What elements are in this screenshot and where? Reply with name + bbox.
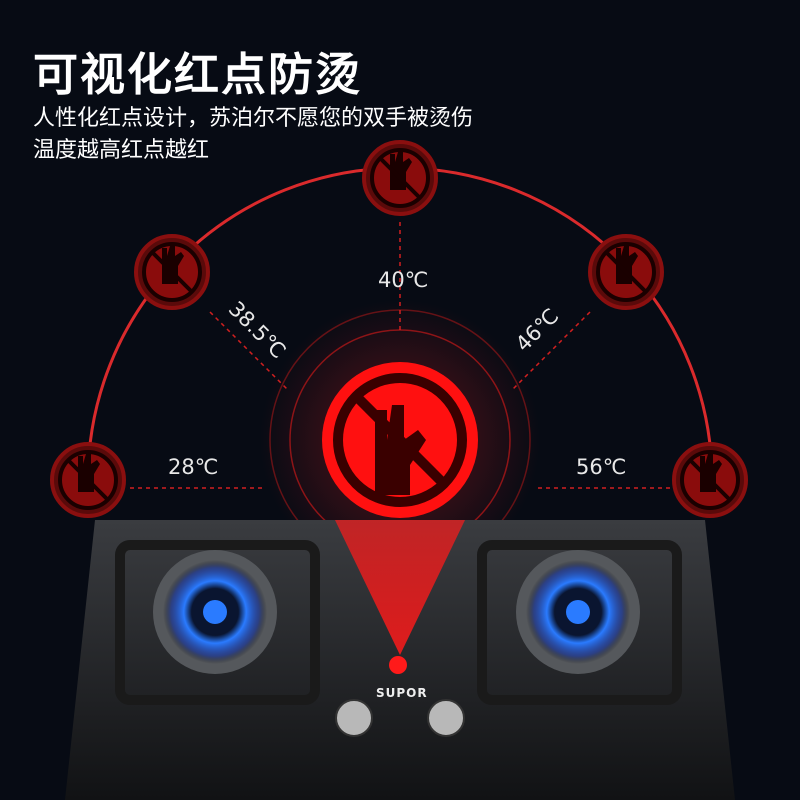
temp-label-40: 40℃ — [378, 268, 429, 292]
right-burner — [477, 540, 682, 705]
no-touch-icon-46 — [588, 234, 664, 310]
no-touch-icon-38-5 — [134, 234, 210, 310]
center-no-touch-icon — [322, 362, 478, 518]
no-touch-icon-56 — [672, 442, 748, 518]
left-burner — [115, 540, 320, 705]
brand-logo: SUPOR — [376, 686, 428, 700]
no-touch-icon-28 — [50, 442, 126, 518]
no-touch-icon-40 — [362, 140, 438, 216]
subtitle-line-1: 人性化红点设计，苏泊尔不愿您的双手被烫伤 — [33, 106, 474, 131]
subtitle-line-2: 温度越高红点越红 — [33, 138, 210, 163]
temp-label-56: 56℃ — [576, 455, 627, 479]
temp-label-28: 28℃ — [168, 455, 219, 479]
page-title: 可视化红点防烫 — [33, 48, 363, 101]
